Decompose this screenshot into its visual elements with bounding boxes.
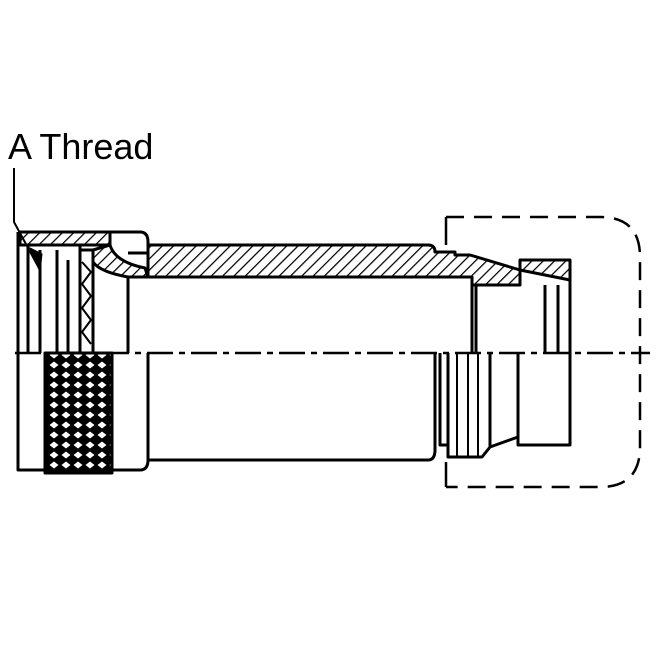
- optional-accessory-outline: [446, 215, 642, 489]
- leader-line: [13, 168, 41, 271]
- coupling-nut-lower: [16, 351, 150, 475]
- arrowhead-icon: [29, 247, 43, 273]
- rear-adapter: [438, 258, 572, 459]
- knurled-grip: [43, 351, 114, 475]
- a-thread-label: A Thread: [8, 126, 154, 167]
- connector-body: [126, 243, 522, 462]
